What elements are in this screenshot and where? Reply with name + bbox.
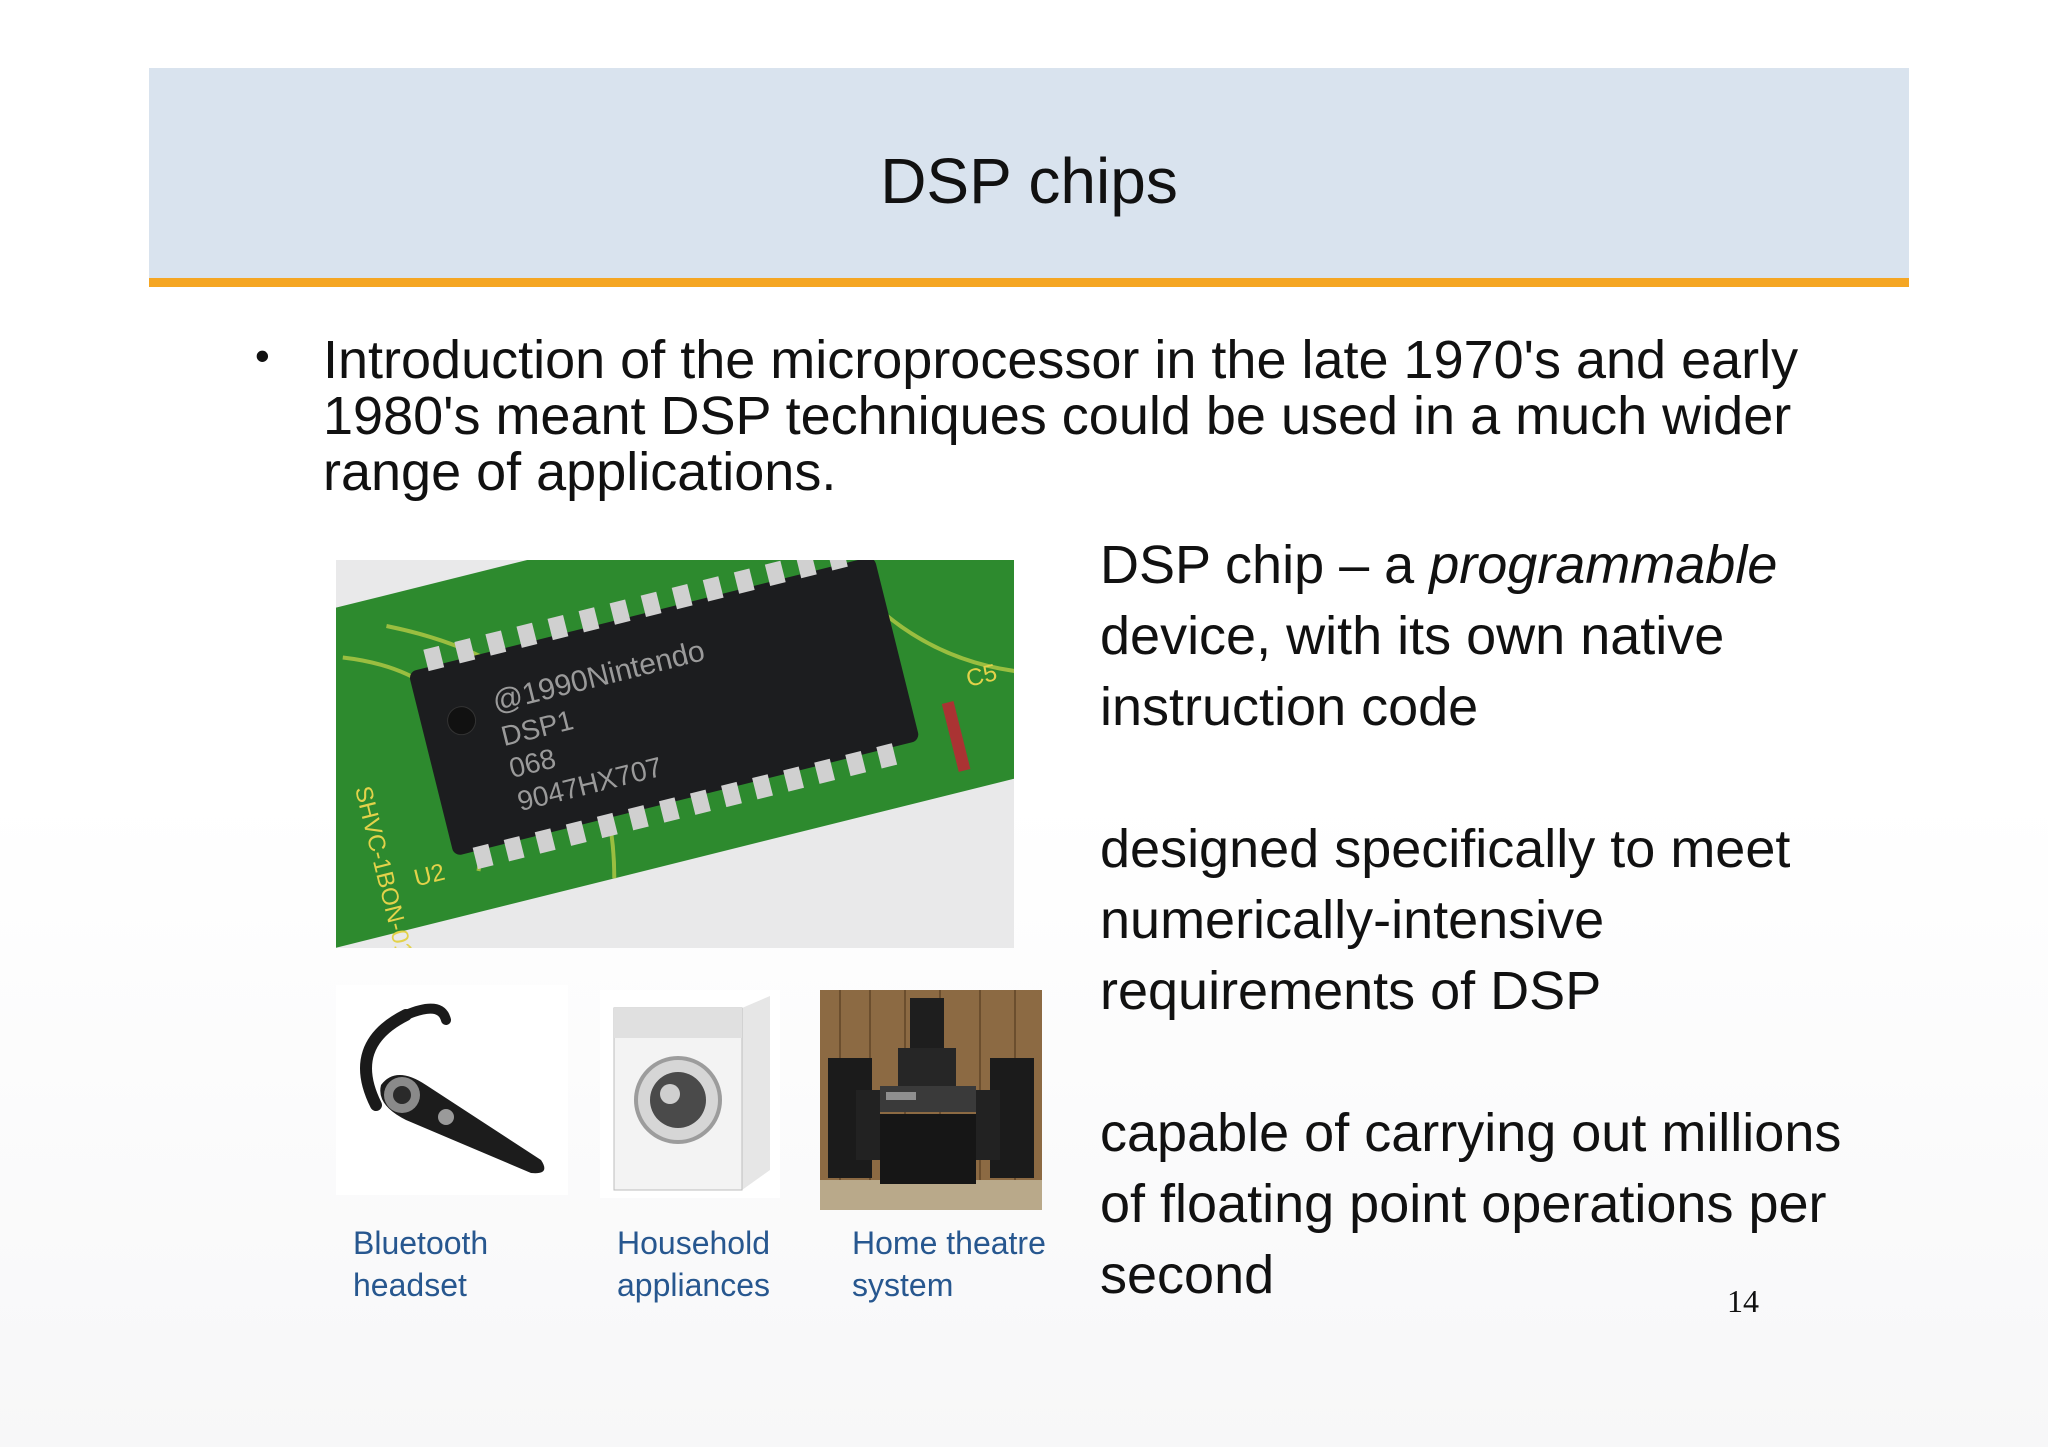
dsp-chip-photo: @1990Nintendo DSP1 068 9047HX707 SHVC-1B… [336, 560, 1014, 948]
caption-line: Bluetooth [353, 1225, 489, 1261]
description-paragraph-1: DSP chip – a programmable device, with i… [1100, 530, 1900, 743]
caption-line: Household [617, 1225, 770, 1261]
caption-home-theatre-system: Home theatre system [852, 1222, 1046, 1306]
bullet-text: Introduction of the microprocessor in th… [323, 330, 1799, 502]
description-paragraph-3: capable of carrying out millions of floa… [1100, 1103, 1842, 1305]
p1-suffix: device, with its own native instruction … [1100, 606, 1725, 737]
caption-bluetooth-headset: Bluetooth headset [353, 1222, 488, 1306]
caption-household-appliances: Household appliances [617, 1222, 770, 1306]
bullet-icon: • [255, 332, 270, 379]
caption-line: system [852, 1267, 954, 1303]
caption-line: headset [353, 1267, 467, 1303]
description-paragraph-2: designed specifically to meet numericall… [1100, 819, 1791, 1021]
home-theatre-image [820, 990, 1042, 1210]
bluetooth-headset-image [336, 985, 568, 1195]
title-bar: DSP chips [149, 68, 1909, 287]
slide-title: DSP chips [880, 145, 1178, 217]
p1-emphasis: programmable [1429, 535, 1778, 595]
washing-machine-image [600, 990, 780, 1198]
page-number: 14 [1727, 1283, 1759, 1319]
p1-prefix: DSP chip – a [1100, 535, 1430, 595]
dsp-description: DSP chip – a programmable device, with i… [1100, 530, 1900, 1311]
caption-line: appliances [617, 1267, 770, 1303]
caption-line: Home theatre [852, 1225, 1046, 1261]
